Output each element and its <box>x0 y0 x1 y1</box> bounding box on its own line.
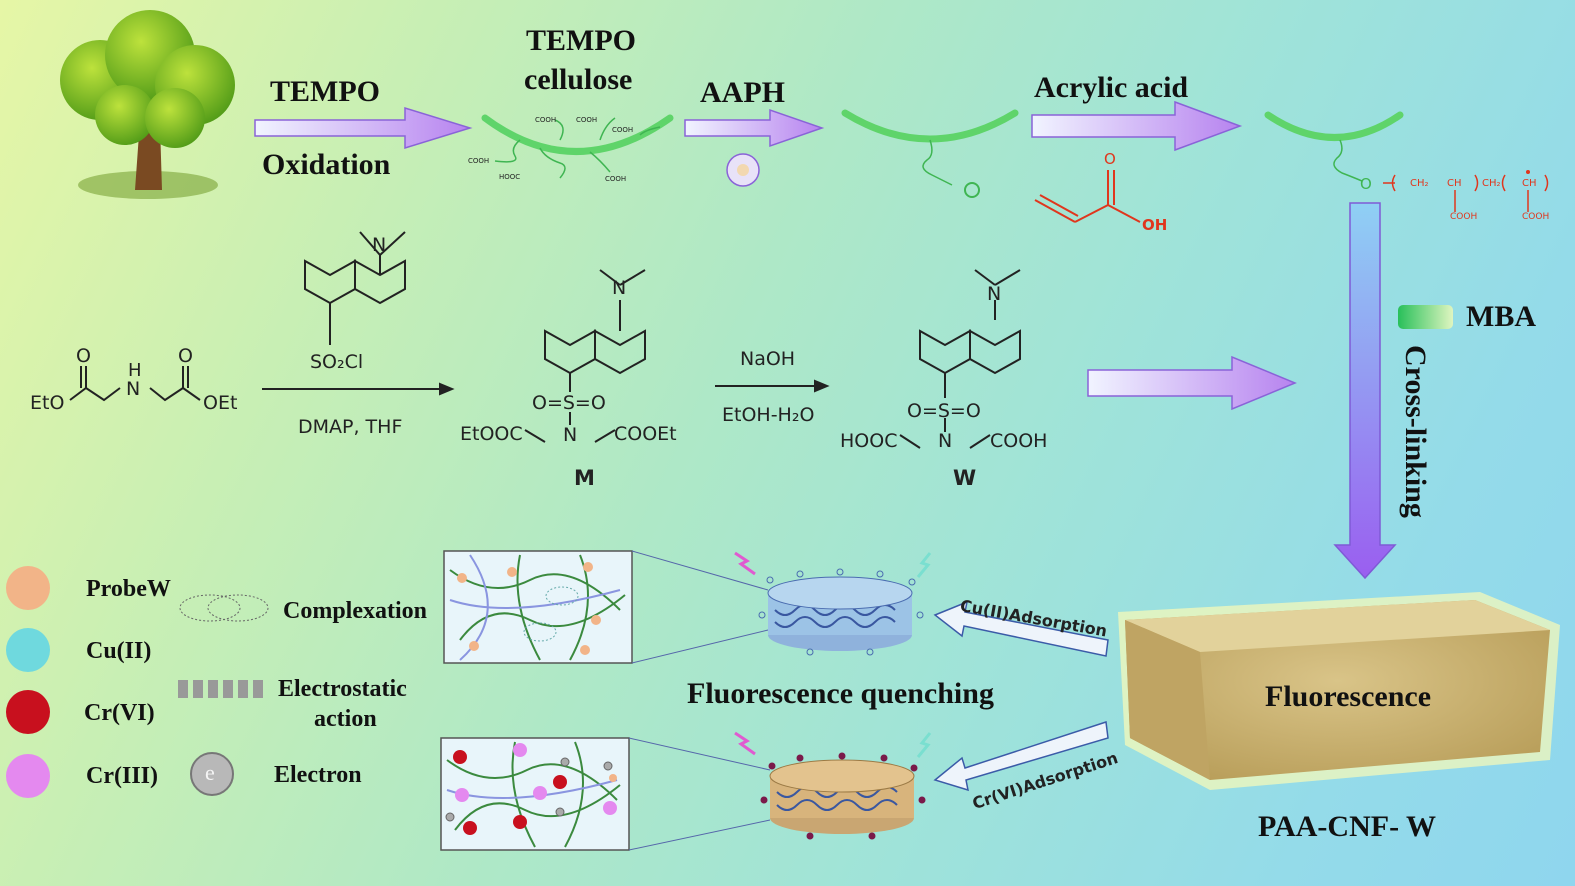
w-n2: N <box>938 430 953 452</box>
start-n: N <box>126 378 141 400</box>
legend-cr3-label: Cr(III) <box>86 763 158 789</box>
synthesis-scheme <box>69 231 1021 449</box>
electron-symbol: e <box>205 760 215 785</box>
arrow-tempo <box>254 106 473 150</box>
zoom-panel-cr <box>440 737 771 851</box>
cellulose-group: COOH <box>535 116 557 124</box>
cellulose-group: COOH <box>612 126 634 134</box>
reagent1-n: N <box>372 234 387 256</box>
m-right: COOEt <box>614 423 677 445</box>
fluorescence-quenching-label: Fluorescence quenching <box>687 677 994 710</box>
legend-probe-dot <box>6 566 50 610</box>
polymer-cooh-2: COOH <box>1522 212 1550 222</box>
cellulose-group: HOOC <box>499 173 521 181</box>
crosslink-arrow <box>1333 202 1397 580</box>
polymer-ch2-a: CH₂ <box>1410 178 1429 189</box>
m-so2: O=S=O <box>532 392 606 414</box>
legend-complexation-label: Complexation <box>283 598 427 624</box>
step3-reagent: Acrylic acid <box>1034 71 1189 104</box>
cellulose-group: COOH <box>576 116 598 124</box>
start-eto: EtO <box>30 392 65 414</box>
mba-swatch <box>1398 305 1453 329</box>
legend-electron-label: Electron <box>274 762 362 788</box>
gel-fluorescence-label: Fluorescence <box>1265 680 1432 713</box>
zoom-panel-cu <box>443 550 769 664</box>
legend-cr3-dot <box>6 754 50 798</box>
start-nh-h: H <box>128 360 142 381</box>
acrylic-oh: OH <box>1142 216 1168 234</box>
crosslinking-label: Cross-linking <box>1399 345 1432 518</box>
polymer-o: O <box>1360 175 1372 193</box>
m-n: N <box>612 277 627 299</box>
legend-electrostatic-label-2: action <box>314 706 377 732</box>
legend-cr6-dot <box>6 690 50 734</box>
electrostatic-icon <box>178 680 263 698</box>
compound-w-label: W <box>953 466 977 490</box>
legend-cu-label: Cu(II) <box>86 638 152 664</box>
m-left: EtOOC <box>460 423 523 445</box>
tempo-cellulose-line1: TEMPO <box>526 24 636 57</box>
w-left: HOOC <box>840 430 898 452</box>
hydrogel-block <box>1118 592 1560 790</box>
reagent1-so2cl: SO₂Cl <box>310 351 364 373</box>
w-n: N <box>987 283 1002 305</box>
start-o-right: O <box>178 345 193 367</box>
start-oet: OEt <box>203 392 238 414</box>
condition-1: DMAP, THF <box>298 416 403 438</box>
legend-probe-label: ProbeW <box>86 576 171 602</box>
cellulose-group: COOH <box>468 157 490 165</box>
step2-reagent: AAPH <box>700 76 785 109</box>
tempo-cellulose-fiber <box>481 114 674 179</box>
step1-reagent: TEMPO <box>270 75 380 108</box>
start-o-left: O <box>76 345 91 367</box>
tempo-cellulose-line2: cellulose <box>524 63 633 96</box>
condition-2-bottom: EtOH-H₂O <box>722 404 815 426</box>
electron-icon <box>190 752 234 796</box>
polymer-cooh-1: COOH <box>1450 212 1478 222</box>
step1-process: Oxidation <box>262 148 391 181</box>
condition-2-top: NaOH <box>740 348 796 370</box>
legend-cu-dot <box>6 628 50 672</box>
arrow-middle <box>1087 355 1297 411</box>
compound-m-label: M <box>574 466 595 490</box>
gel-name-label: PAA-CNF- W <box>1258 810 1437 843</box>
polymer-ch: CH <box>1447 178 1462 189</box>
legend-electrostatic-label: Electrostatic <box>278 676 407 702</box>
acrylic-o: O <box>1104 150 1116 168</box>
tree-illustration <box>60 10 235 199</box>
m-n2: N <box>563 424 578 446</box>
mba-label: MBA <box>1466 300 1536 333</box>
w-so2: O=S=O <box>907 400 981 422</box>
gel-disc-cu <box>734 551 932 656</box>
polymer-ch2-b: CH₂ <box>1482 178 1501 189</box>
complexation-icon <box>179 594 269 622</box>
cellulose-group: COOH <box>605 175 627 183</box>
arrow-cr-adsorption <box>933 721 1109 792</box>
grafted-fiber <box>1264 111 1549 212</box>
gel-disc-cr <box>734 731 932 840</box>
polymer-ch-end: CH <box>1522 178 1537 189</box>
w-right: COOH <box>990 430 1048 452</box>
acrylic-acid-structure <box>1034 170 1141 223</box>
arrow-acrylic <box>1031 100 1243 152</box>
legend-cr6-label: Cr(VI) <box>84 700 155 726</box>
arrow-cu-adsorption <box>933 600 1109 657</box>
arrow-aaph <box>684 108 825 148</box>
radical-fiber <box>841 109 1019 198</box>
